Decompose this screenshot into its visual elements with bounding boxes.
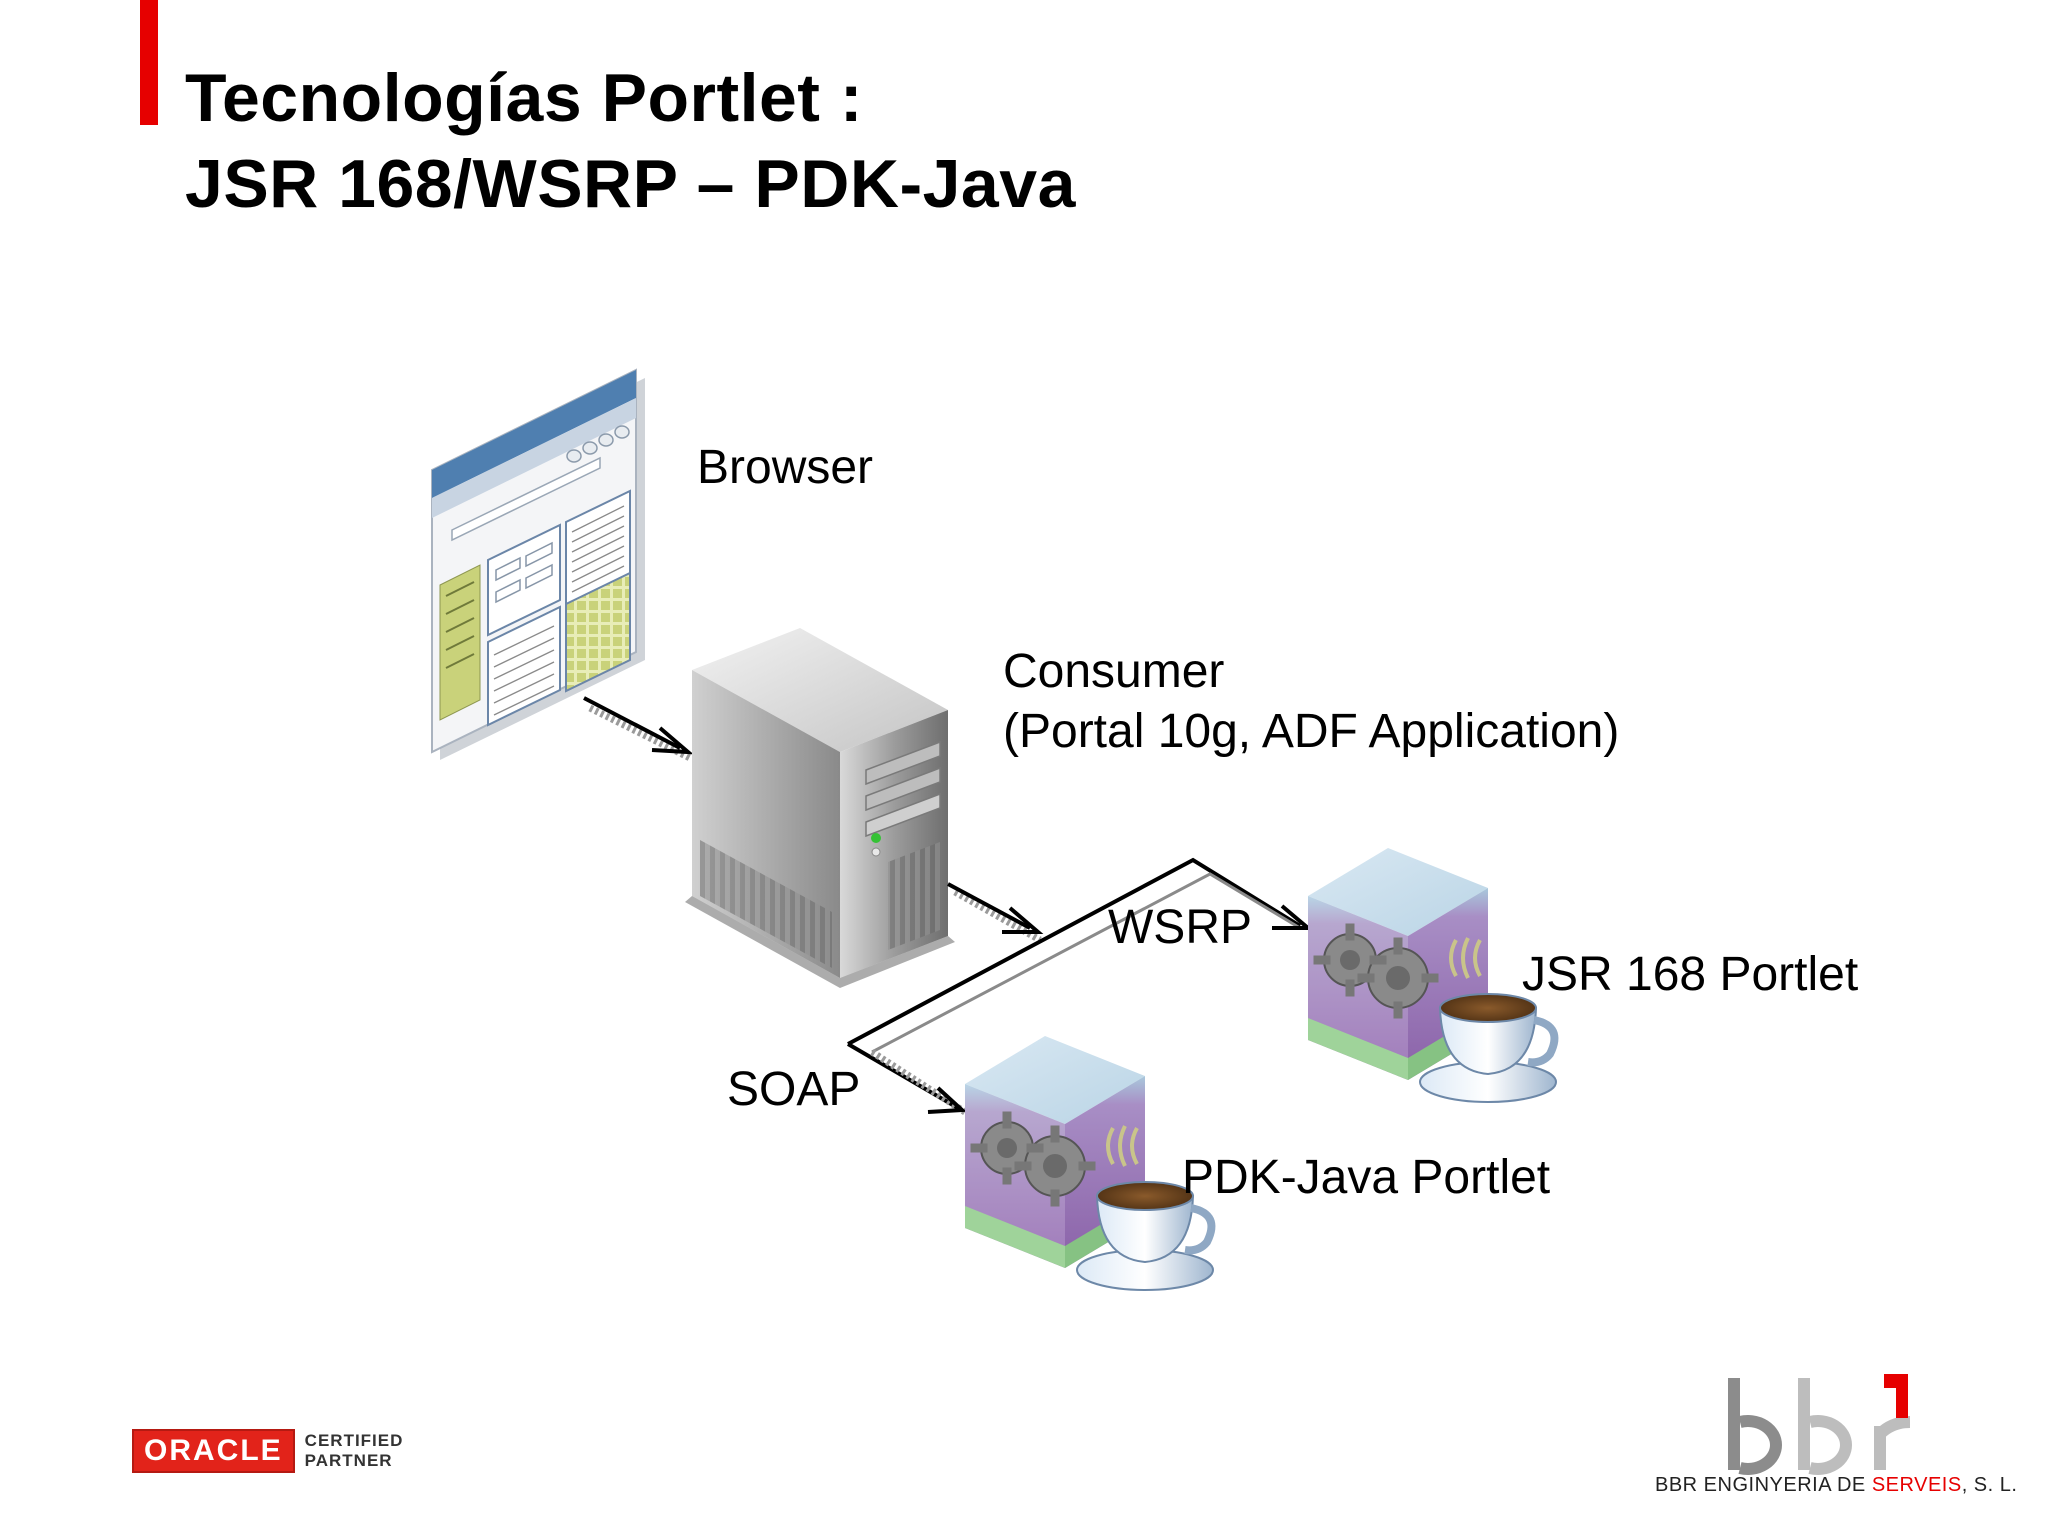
pdk-java-portlet-label: PDK-Java Portlet [1182, 1151, 1551, 1204]
bbr-logo [1728, 1374, 1911, 1475]
bbr-caption-accent: SERVEIS [1871, 1474, 1962, 1496]
browser-window-icon [431, 368, 645, 760]
oracle-cert-line-1: CERTIFIED [304, 1431, 404, 1450]
oracle-cert-line-2: PARTNER [304, 1451, 393, 1470]
oracle-cert-text: CERTIFIED PARTNER [305, 1431, 404, 1471]
jsr168-portlet-label: JSR 168 Portlet [1522, 948, 1859, 1001]
title-accent-bar [140, 0, 158, 125]
wsrp-label: WSRP [1108, 901, 1252, 954]
browser-label: Browser [697, 441, 874, 494]
arrow-browser-to-consumer [583, 696, 694, 762]
pdk-java-portlet-cube-icon [965, 1036, 1216, 1291]
jsr168-portlet-cube-icon [1308, 848, 1559, 1103]
bbr-company-caption: BBR ENGINYERIA DE SERVEIS, S. L. [1655, 1474, 2017, 1497]
slide-title: Tecnologías Portlet : JSR 168/WSRP – PDK… [185, 55, 1076, 227]
consumer-label: Consumer [1003, 645, 1225, 698]
consumer-sublabel: (Portal 10g, ADF Application) [1003, 705, 1620, 758]
bbr-caption-suffix: , S. L. [1961, 1474, 2018, 1496]
server-tower-icon [685, 628, 955, 988]
slide-title-line-1: Tecnologías Portlet : [185, 60, 863, 136]
bbr-caption-prefix: BBR ENGINYERIA DE [1655, 1474, 1872, 1496]
soap-label: SOAP [727, 1063, 861, 1116]
slide-title-line-2: JSR 168/WSRP – PDK-Java [185, 146, 1076, 222]
oracle-certified-partner-badge: ORACLE CERTIFIED PARTNER [132, 1428, 403, 1474]
oracle-logo: ORACLE [132, 1429, 295, 1473]
